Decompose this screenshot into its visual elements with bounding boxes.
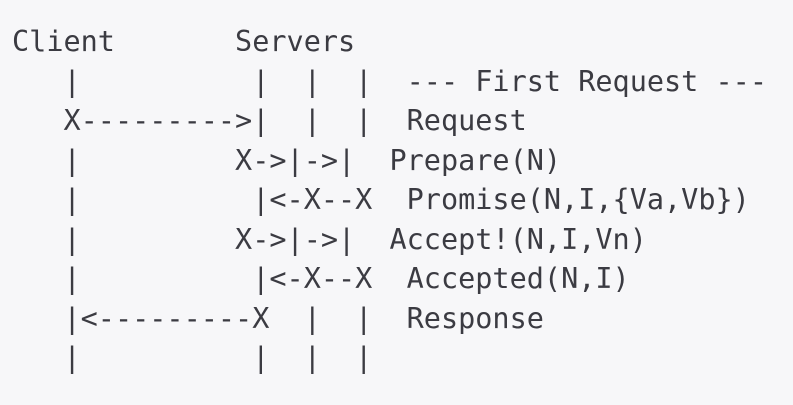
diagram-row-promise: | |<-X--X Promise(N,I,{Va,Vb})	[12, 183, 750, 216]
diagram-row-accept: | X->|->| Accept!(N,I,Vn)	[12, 222, 647, 256]
diagram-row-trailing-lifelines: | | | |	[12, 341, 373, 374]
diagram-header-row: Client Servers	[12, 25, 356, 58]
diagram-row-prepare: | X->|->| Prepare(N)	[12, 143, 562, 177]
diagram-row-accepted: | |<-X--X Accepted(N,I)	[12, 262, 630, 295]
diagram-row-response: |<---------X | | Response	[12, 301, 544, 335]
ascii-art-block: Client Servers | | | | --- First Request…	[12, 22, 793, 378]
diagram-row-request: X--------->| | | Request	[12, 104, 527, 137]
diagram-row-first-request-banner: | | | | --- First Request ---	[12, 64, 767, 98]
